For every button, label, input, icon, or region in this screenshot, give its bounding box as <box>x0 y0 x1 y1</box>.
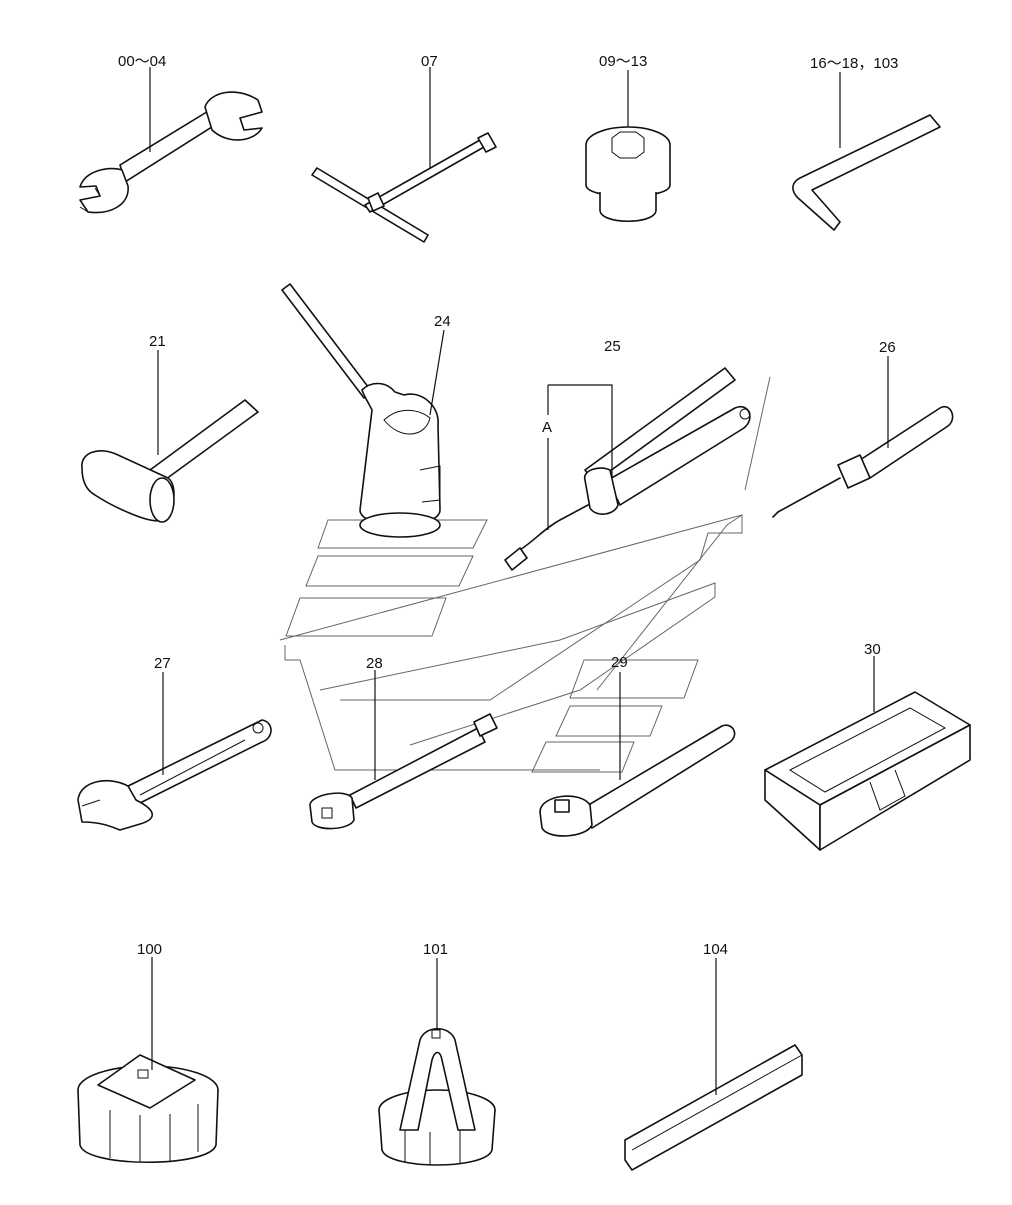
ratchet-handle-icon[interactable] <box>539 672 736 837</box>
callout-30: 30 <box>864 641 881 658</box>
filter-wrench-bridge-icon[interactable] <box>378 958 496 1166</box>
callout-27: 27 <box>154 655 171 672</box>
adjustable-wrench-icon[interactable] <box>77 672 272 831</box>
callout-16-18-103: 16～18，103 <box>810 55 898 72</box>
callout-21: 21 <box>149 333 166 350</box>
callout-101: 101 <box>423 941 448 958</box>
watermark-logo <box>279 376 771 773</box>
callout-100: 100 <box>137 941 162 958</box>
callout-104: 104 <box>703 941 728 958</box>
callout-07: 07 <box>421 53 438 70</box>
spanner-icon[interactable] <box>79 67 263 214</box>
hex-key-icon[interactable] <box>792 72 941 231</box>
t-handle-wrench-icon[interactable] <box>311 67 497 243</box>
hex-bar-icon[interactable] <box>624 958 803 1171</box>
hammer-icon[interactable] <box>81 350 259 523</box>
grease-gun-icon[interactable] <box>504 367 751 571</box>
callout-00-04: 00～04 <box>118 53 166 70</box>
callout-29: 29 <box>611 654 628 671</box>
socket-icon[interactable] <box>585 70 671 223</box>
screwdriver-icon[interactable] <box>772 356 954 518</box>
tool-box-icon[interactable] <box>764 656 971 851</box>
extension-bar-icon[interactable] <box>309 670 498 830</box>
filter-wrench-cup-icon[interactable] <box>77 957 219 1164</box>
oil-can-icon[interactable] <box>281 283 445 538</box>
callout-26: 26 <box>879 339 896 356</box>
callout-24: 24 <box>434 313 451 330</box>
callout-25: 25 <box>604 338 621 355</box>
callout-a: A <box>542 419 552 436</box>
callout-09-13: 09～13 <box>599 53 647 70</box>
callout-28: 28 <box>366 655 383 672</box>
